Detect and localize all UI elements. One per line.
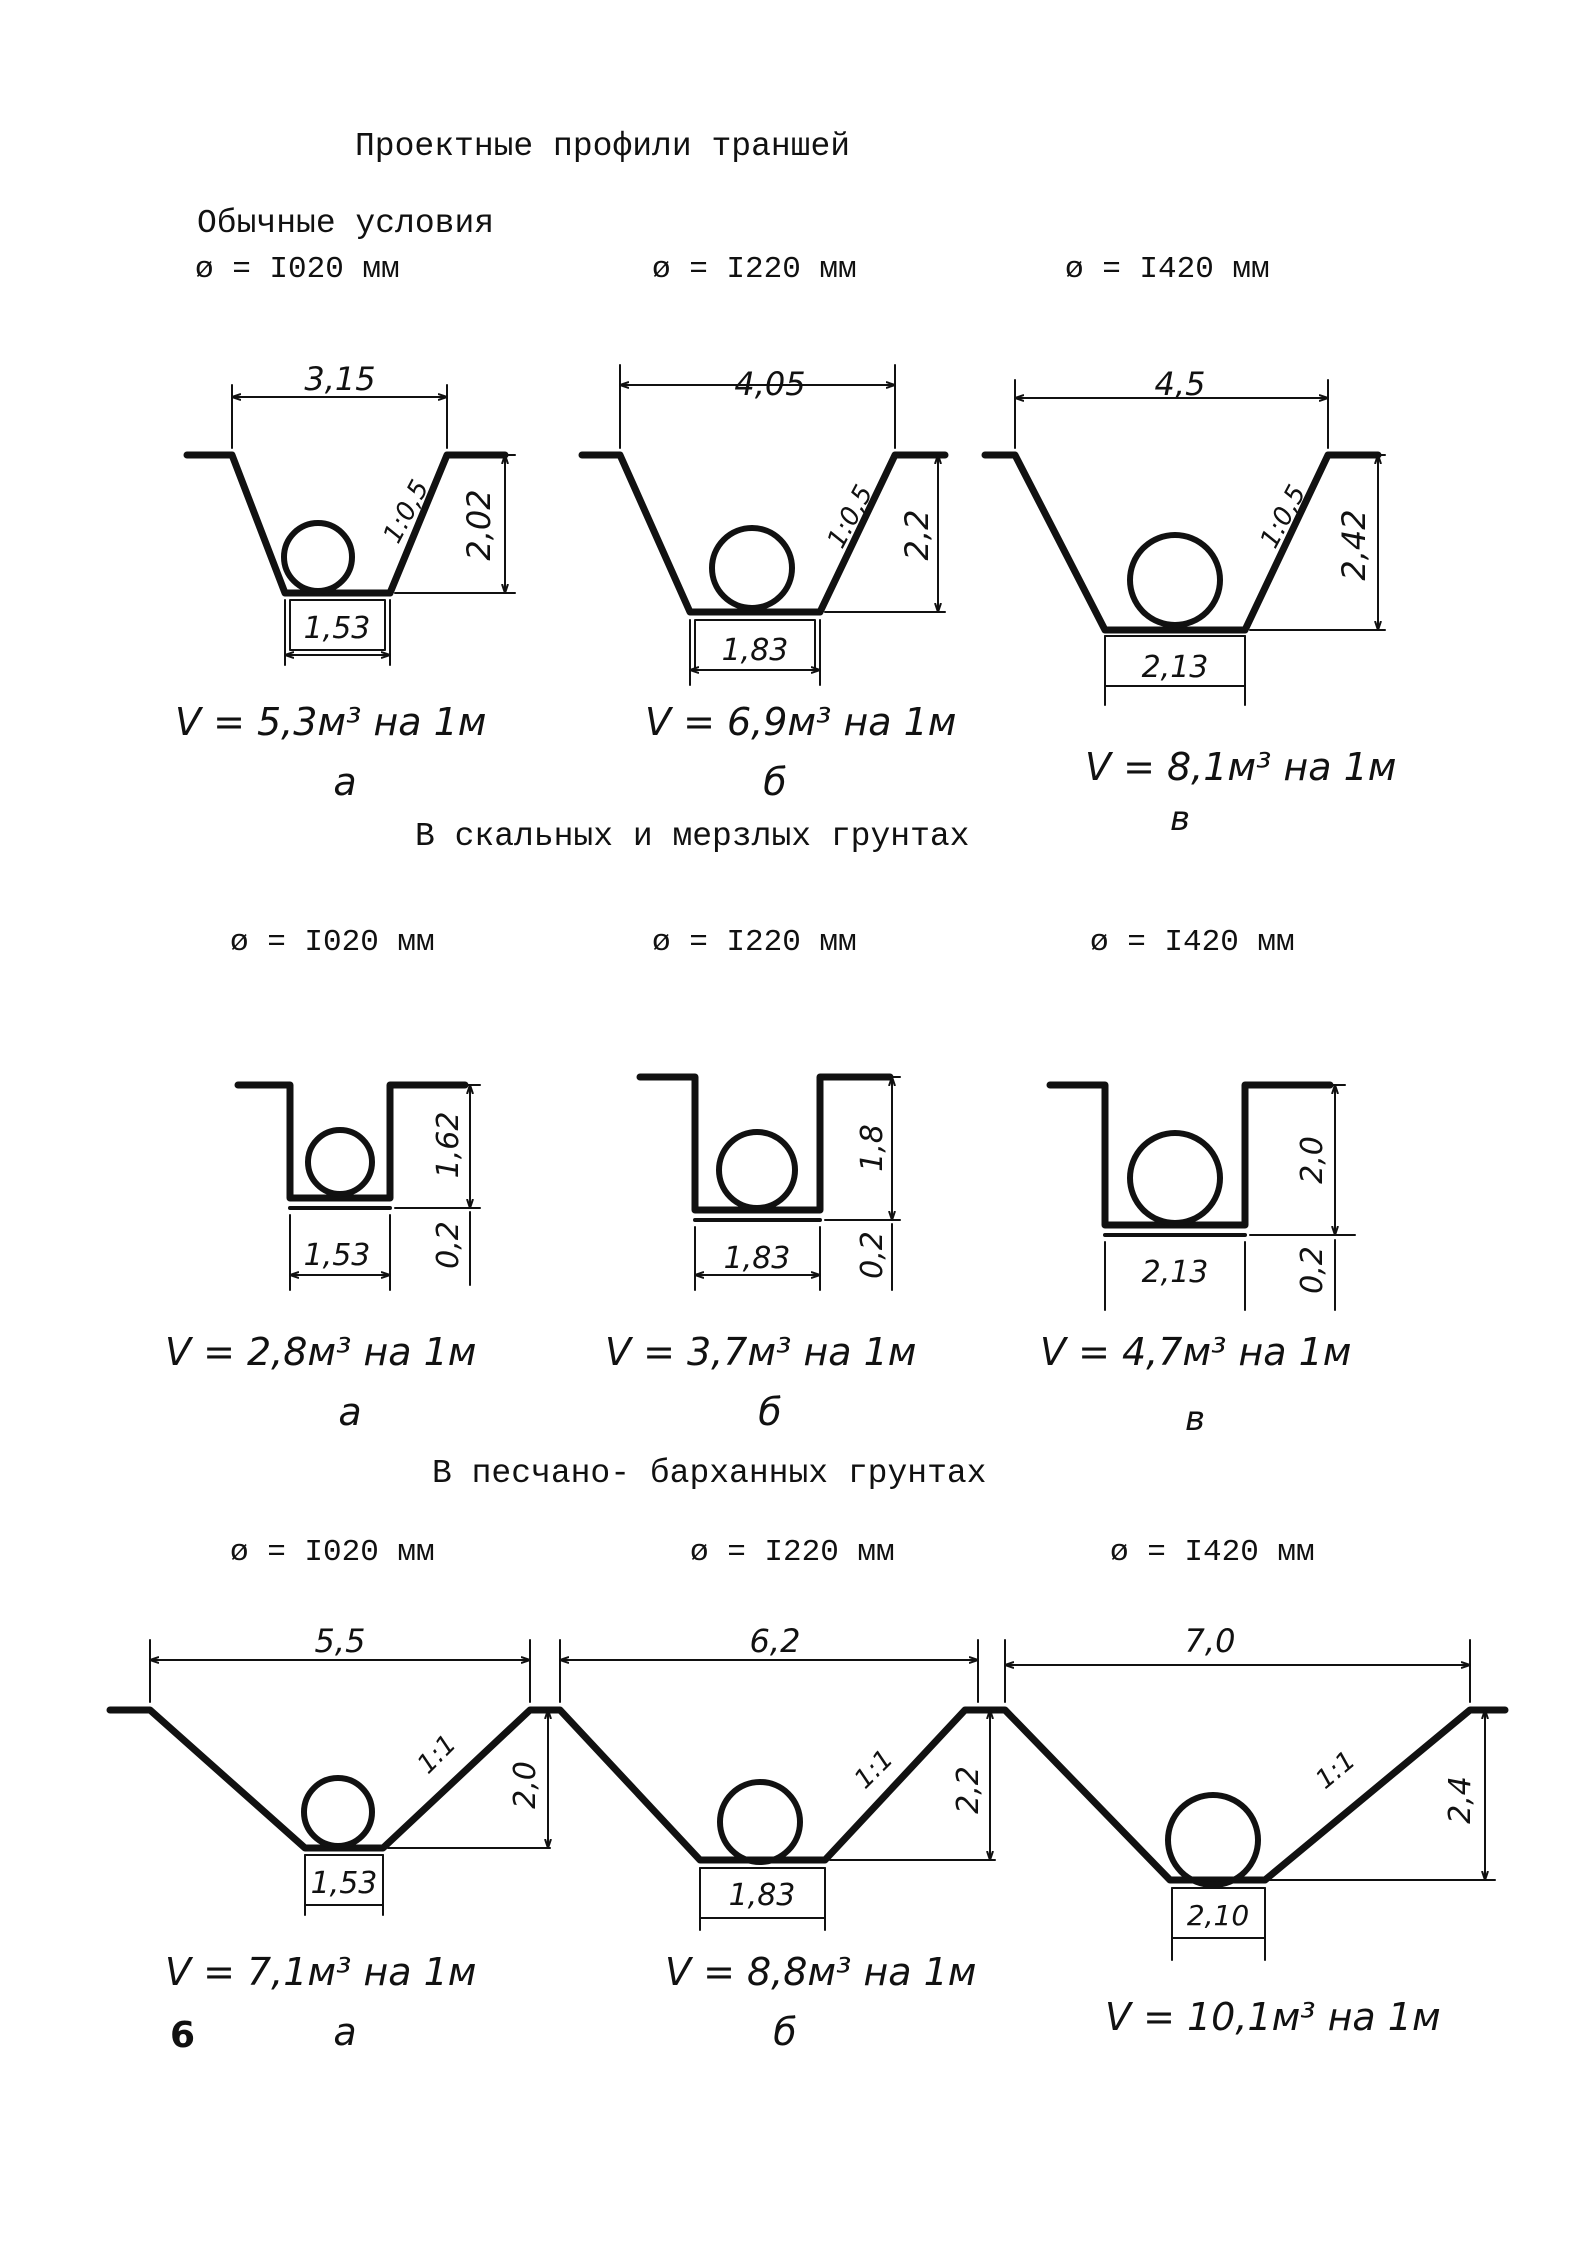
volume-label: V = 10,1м³ на 1м bbox=[1105, 1995, 1441, 2039]
variant-letter: в bbox=[1170, 799, 1190, 839]
bottom-width-label: 1,53 bbox=[311, 1866, 378, 1901]
pad-label: 0,2 bbox=[1295, 1246, 1330, 1294]
trench-profile-normal-c bbox=[981, 379, 1386, 706]
bottom-width-label: 1,83 bbox=[724, 1241, 791, 1276]
trench-profile-rock-b bbox=[636, 1073, 901, 1291]
bottom-width-label: 1,53 bbox=[304, 611, 371, 646]
section-heading-sand: В песчано- барханных грунтах bbox=[432, 1455, 987, 1492]
diameter-label: ø = I420 мм bbox=[1090, 925, 1295, 960]
diameter-label: ø = I020 мм bbox=[195, 252, 400, 287]
top-width-label: 4,5 bbox=[1155, 365, 1206, 403]
slope-label: 1:0,5 bbox=[822, 480, 880, 553]
volume-label: V = 8,1м³ на 1м bbox=[1085, 745, 1396, 789]
trench-profile-rock-a bbox=[234, 1081, 481, 1291]
volume-label: V = 8,8м³ на 1м bbox=[665, 1950, 976, 1994]
volume-label: V = 7,1м³ на 1м bbox=[165, 1950, 476, 1994]
section-heading-rock: В скальных и мерзлых грунтах bbox=[415, 818, 970, 855]
trench-profile-sand-a bbox=[106, 1639, 554, 1916]
bottom-width-label: 1,53 bbox=[304, 1238, 371, 1273]
diameter-label: ø = I020 мм bbox=[230, 925, 435, 960]
bottom-width-label: 2,13 bbox=[1142, 1255, 1209, 1290]
trench-profile-sand-b bbox=[546, 1639, 1004, 1931]
depth-label: 2,4 bbox=[1443, 1776, 1478, 1824]
bottom-width-label: 2,13 bbox=[1142, 650, 1209, 685]
depth-label: 1,62 bbox=[431, 1112, 466, 1179]
depth-label: 2,2 bbox=[898, 510, 936, 561]
depth-label: 2,02 bbox=[460, 489, 498, 560]
variant-letter: б bbox=[763, 760, 786, 804]
variant-letter: б bbox=[758, 1390, 781, 1434]
top-width-label: 3,15 bbox=[304, 360, 375, 398]
variant-letter: в bbox=[1185, 1399, 1205, 1439]
variant-letter: а bbox=[333, 2010, 356, 2054]
volume-label: V = 5,3м³ на 1м bbox=[175, 700, 486, 744]
diameter-label: ø = I420 мм bbox=[1065, 252, 1270, 287]
pad-label: 0,2 bbox=[855, 1231, 890, 1279]
top-width-label: 6,2 bbox=[750, 1622, 801, 1660]
volume-label: V = 3,7м³ на 1м bbox=[605, 1330, 916, 1374]
volume-label: V = 2,8м³ на 1м bbox=[165, 1330, 476, 1374]
variant-letter: б bbox=[773, 2010, 796, 2054]
top-width-label: 7,0 bbox=[1185, 1622, 1236, 1660]
depth-label: 2,42 bbox=[1335, 509, 1373, 580]
diameter-label: ø = I220 мм bbox=[652, 925, 857, 960]
volume-label: V = 6,9м³ на 1м bbox=[645, 700, 956, 744]
top-width-label: 5,5 bbox=[315, 1622, 366, 1660]
slope-label: 1:1 bbox=[1310, 1745, 1361, 1795]
diameter-label: ø = I420 мм bbox=[1110, 1535, 1315, 1570]
variant-letter: а bbox=[333, 760, 356, 804]
depth-label: 2,0 bbox=[508, 1761, 543, 1809]
slope-label: 1:0,5 bbox=[1255, 480, 1313, 553]
pad-label: 0,2 bbox=[431, 1221, 466, 1269]
diameter-label: ø = I020 мм bbox=[230, 1535, 435, 1570]
bottom-width-label: 1,83 bbox=[722, 633, 789, 668]
page-number: 6 bbox=[170, 2015, 196, 2056]
variant-letter: а bbox=[338, 1390, 361, 1434]
diameter-label: ø = I220 мм bbox=[690, 1535, 895, 1570]
diameter-label: ø = I220 мм bbox=[652, 252, 857, 287]
slope-label: 1:1 bbox=[412, 1729, 463, 1780]
page-title: Проектные профили траншей bbox=[355, 128, 851, 165]
volume-label: V = 4,7м³ на 1м bbox=[1040, 1330, 1351, 1374]
bottom-width-label: 1,83 bbox=[729, 1878, 796, 1913]
depth-label: 2,0 bbox=[1295, 1136, 1330, 1184]
trench-profile-sand-c bbox=[996, 1639, 1509, 1961]
trench-profile-normal-b bbox=[578, 364, 949, 686]
trench-profile-normal-a bbox=[183, 384, 516, 666]
depth-label: 2,2 bbox=[951, 1766, 986, 1814]
depth-label: 1,8 bbox=[855, 1124, 890, 1172]
trench-profile-rock-c bbox=[1046, 1081, 1356, 1311]
bottom-width-label: 2,10 bbox=[1187, 1899, 1249, 1932]
top-width-label: 4,05 bbox=[734, 365, 805, 403]
section-heading-normal: Обычные условия bbox=[197, 205, 495, 242]
